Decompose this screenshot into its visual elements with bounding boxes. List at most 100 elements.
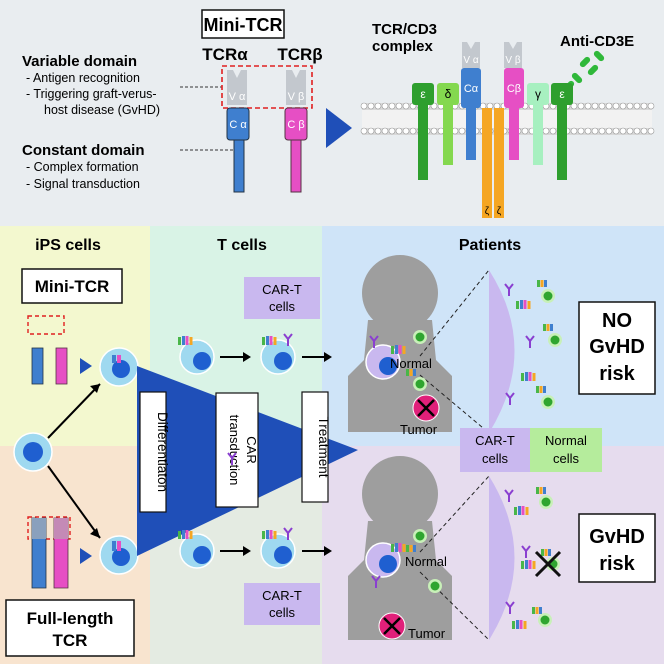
lipid-head	[388, 127, 396, 135]
variable-item-1: - Antigen recognition	[26, 71, 140, 85]
complex-v-beta: V β	[504, 42, 522, 68]
constant-domain-heading: Constant domain	[22, 142, 145, 159]
lipid-head	[388, 102, 396, 110]
lipid-head	[395, 127, 403, 135]
svg-text:Treatment: Treatment	[316, 416, 331, 477]
zoom-car-t-membrane-top	[489, 270, 515, 433]
column-ips-cells: iPS cells	[35, 237, 101, 254]
arrow-to-complex	[326, 108, 352, 148]
variable-item-3: host disease (GvHD)	[44, 103, 160, 117]
variable-item-2: - Triggering graft-verus-	[26, 87, 157, 101]
mini-tcr-label: Mini-TCR	[35, 277, 110, 296]
lipid-head	[374, 127, 382, 135]
svg-text:CAR: CAR	[244, 436, 259, 463]
normal-cell-top	[413, 330, 427, 344]
lipid-head	[577, 127, 585, 135]
full-length-label-1: Full-length	[27, 609, 114, 628]
lipid-head	[458, 127, 466, 135]
svg-text:V β: V β	[505, 55, 520, 66]
normal-label-bottom: Normal	[405, 554, 447, 569]
v-alpha-label: V α	[229, 91, 246, 103]
svg-text:ζ: ζ	[485, 206, 490, 217]
lipid-head	[570, 102, 578, 110]
lipid-head	[381, 127, 389, 135]
car-t-label-top-1: CAR-T	[262, 282, 302, 297]
lipid-head	[570, 127, 578, 135]
gvhd-risk-1: GvHD	[589, 526, 645, 548]
lipid-head	[612, 102, 620, 110]
c-beta-label: C β	[287, 119, 304, 131]
variable-domain-heading: Variable domain	[22, 53, 137, 70]
v-alpha-ghost	[227, 70, 247, 105]
v-beta-label: V β	[288, 91, 305, 103]
lipid-head	[612, 127, 620, 135]
complex-v-alpha: V α	[462, 42, 480, 68]
lipid-head	[647, 102, 655, 110]
column-patients: Patients	[459, 237, 521, 254]
constant-item-2: - Signal transduction	[26, 177, 140, 191]
lipid-head	[605, 127, 613, 135]
lipid-head	[598, 127, 606, 135]
column-t-cells: T cells	[217, 237, 267, 254]
lipid-head	[626, 102, 634, 110]
constant-item-1: - Complex formation	[26, 160, 139, 174]
no-gvhd-2: GvHD	[589, 336, 645, 358]
epsilon-chain-left: ε	[412, 83, 434, 180]
normal-label-top: Normal	[390, 356, 432, 371]
tumor-label-top: Tumor	[400, 422, 438, 437]
lipid-head	[360, 102, 368, 110]
no-gvhd-1: NO	[602, 310, 632, 332]
no-gvhd-3: risk	[599, 363, 635, 385]
t-cell-row-bottom	[178, 527, 332, 569]
lipid-head	[584, 102, 592, 110]
variable-domain-box	[221, 65, 313, 109]
legend-normal-2: cells	[553, 451, 580, 466]
mini-tcr-variable-box	[27, 315, 65, 335]
anti-cd3e-label: Anti-CD3E	[560, 33, 634, 50]
lipid-head	[430, 127, 438, 135]
lipid-head	[626, 127, 634, 135]
legend-car-t-2: cells	[482, 451, 509, 466]
epsilon-chain-right: ε	[551, 83, 573, 180]
car-t-label-bottom-2: cells	[269, 605, 296, 620]
legend-normal-1: Normal	[545, 433, 587, 448]
svg-text:Cβ: Cβ	[507, 83, 521, 95]
tumor-label-bottom: Tumor	[408, 626, 446, 641]
lipid-head	[591, 127, 599, 135]
lipid-head	[605, 102, 613, 110]
lipid-head	[633, 102, 641, 110]
svg-text:V α: V α	[463, 55, 478, 66]
lipid-head	[409, 127, 417, 135]
lipid-head	[591, 102, 599, 110]
lipid-head	[367, 127, 375, 135]
complex-title-1: TCR/CD3	[372, 21, 437, 38]
ips-cell-mini	[99, 347, 139, 387]
lipid-head	[367, 102, 375, 110]
lipid-head	[619, 127, 627, 135]
tcr-beta-label: TCRβ	[277, 45, 322, 64]
lipid-head	[598, 102, 606, 110]
gvhd-risk-2: risk	[599, 553, 635, 575]
mini-beta-construct	[55, 347, 68, 385]
lipid-head	[402, 102, 410, 110]
mini-tcr-title: Mini-TCR	[204, 15, 283, 35]
lipid-head	[584, 127, 592, 135]
differentiation-label: Differentiaton	[139, 391, 170, 513]
lipid-head	[647, 127, 655, 135]
ips-cell-center	[13, 432, 53, 472]
zoom-car-t-membrane-bottom	[489, 476, 515, 640]
delta-chain: δ	[437, 83, 459, 165]
car-transduction-label: CAR transduction	[215, 392, 259, 508]
lipid-head	[374, 102, 382, 110]
mini-alpha-construct	[31, 347, 44, 385]
blocked-x	[534, 550, 562, 578]
tumor-cell-top	[412, 394, 440, 422]
tcr-alpha-label: TCRα	[202, 45, 248, 64]
c-alpha-label: C α	[229, 119, 247, 131]
tumor-cell-bottom	[378, 612, 406, 640]
lipid-head	[542, 127, 550, 135]
zeta-chain-right: ζ	[494, 108, 504, 218]
ips-column-top	[0, 226, 150, 446]
